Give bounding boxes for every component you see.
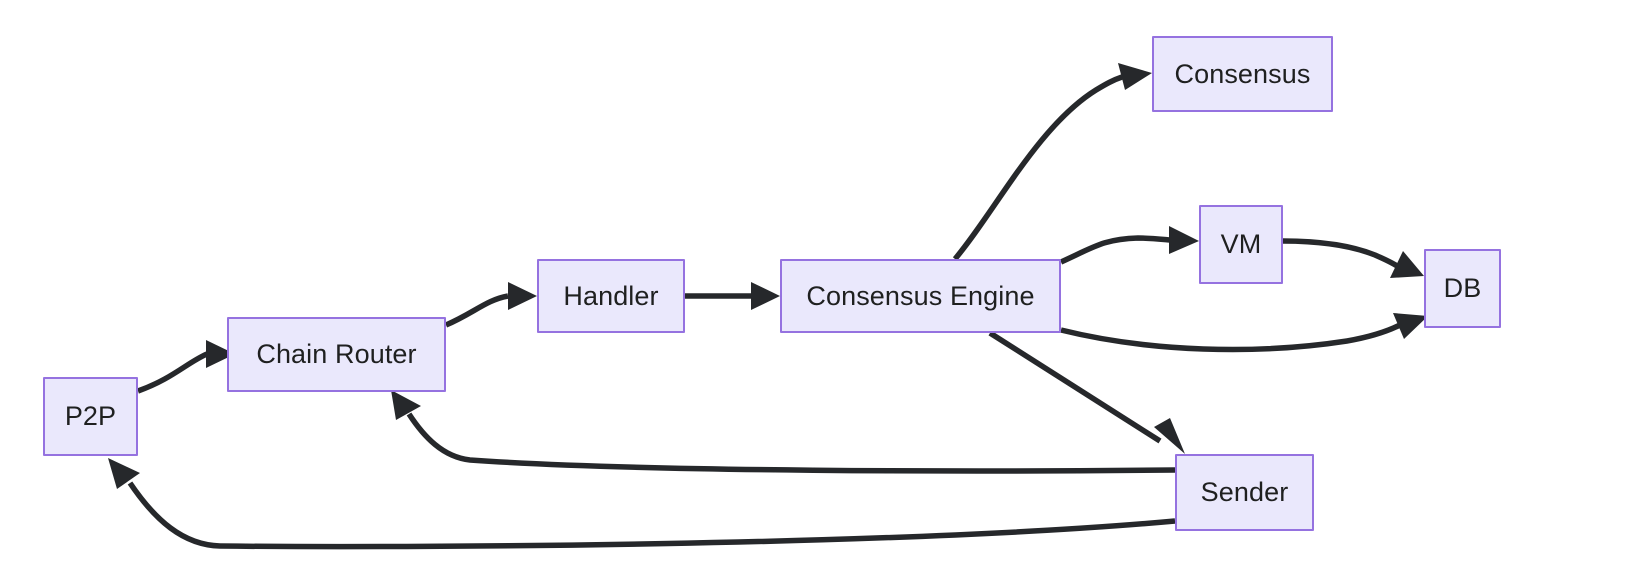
edge-p2p-to-chain-router bbox=[137, 340, 235, 394]
node-db-label: DB bbox=[1443, 273, 1482, 303]
edge-consensus-engine-to-sender bbox=[988, 330, 1185, 454]
node-p2p-label: P2P bbox=[64, 401, 117, 431]
node-consensus-engine-label: Consensus Engine bbox=[806, 280, 1035, 311]
edge-consensus-engine-to-consensus bbox=[952, 63, 1152, 261]
node-p2p[interactable]: P2P bbox=[43, 377, 138, 456]
node-handler[interactable]: Handler bbox=[537, 259, 685, 333]
edge-sender-to-p2p bbox=[108, 458, 1176, 550]
node-db[interactable]: DB bbox=[1424, 249, 1501, 328]
node-vm-label: VM bbox=[1220, 229, 1262, 259]
node-vm[interactable]: VM bbox=[1199, 205, 1283, 284]
node-sender-label: Sender bbox=[1200, 477, 1289, 507]
edge-sender-to-chain-router bbox=[391, 390, 1176, 474]
edge-chain-router-to-handler bbox=[444, 282, 537, 328]
edge-consensus-engine-to-db bbox=[1060, 313, 1428, 353]
edge-vm-to-db bbox=[1282, 238, 1424, 278]
node-chain-router[interactable]: Chain Router bbox=[227, 317, 446, 392]
node-consensus-engine[interactable]: Consensus Engine bbox=[780, 259, 1061, 333]
node-handler-label: Handler bbox=[563, 280, 659, 311]
edge-consensus-engine-to-vm bbox=[1059, 226, 1199, 265]
node-consensus[interactable]: Consensus bbox=[1152, 36, 1333, 112]
node-consensus-label: Consensus bbox=[1174, 58, 1311, 89]
node-sender[interactable]: Sender bbox=[1175, 454, 1314, 531]
edge-handler-to-consensus-engine bbox=[685, 282, 780, 310]
node-chain-router-label: Chain Router bbox=[256, 339, 417, 369]
